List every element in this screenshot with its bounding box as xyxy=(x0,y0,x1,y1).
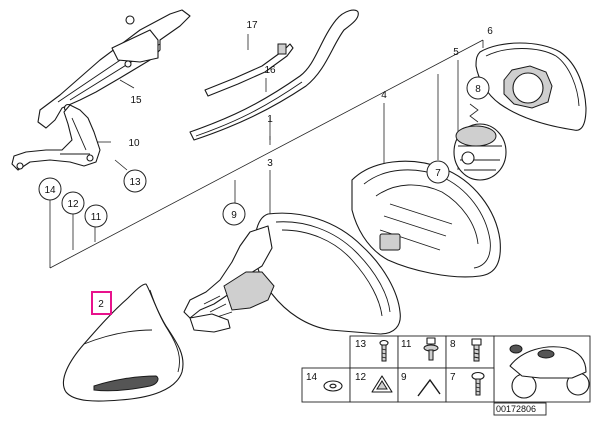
screw-7-icon xyxy=(471,371,485,396)
legend-label-8: 8 xyxy=(450,339,456,350)
callout-11: 11 xyxy=(91,212,102,223)
callout-8: 8 xyxy=(475,84,481,95)
legend-cell-8 xyxy=(445,335,495,369)
mirror-glass-6 xyxy=(475,42,587,131)
small-parts-legend: 13 11 8 14 12 9 7 xyxy=(301,335,591,416)
callout-2: 2 xyxy=(98,299,104,310)
legend-cell-12 xyxy=(349,367,399,403)
callout-2-highlight xyxy=(91,291,112,315)
bolt-icon xyxy=(423,337,439,361)
callout-labels: 2 1 3 4 5 6 17 16 15 10 8 7 9 13 14 12 1… xyxy=(38,20,493,310)
ring-8 xyxy=(469,103,479,123)
motorcycle-icon xyxy=(509,344,590,399)
callout-16: 16 xyxy=(264,65,276,76)
callout-12: 12 xyxy=(67,199,79,210)
hex-screw-icon xyxy=(471,338,482,362)
callout-14: 14 xyxy=(44,185,56,196)
diagram-code-box xyxy=(493,402,547,416)
diagram-code: 00172806 xyxy=(496,404,536,414)
legend-label-14: 14 xyxy=(306,372,318,383)
washer-icon xyxy=(323,380,343,392)
mirror-housing-4 xyxy=(351,160,501,278)
callout-10: 10 xyxy=(128,138,140,149)
callout-13: 13 xyxy=(129,177,141,188)
motor-unit-7 xyxy=(453,123,507,181)
legend-label-7: 7 xyxy=(450,372,456,383)
callout-1: 1 xyxy=(267,114,273,125)
bracket-15 xyxy=(37,9,191,129)
callout-15: 15 xyxy=(130,95,142,106)
screw-icon xyxy=(379,339,389,362)
callout-3: 3 xyxy=(267,158,273,169)
mirror-cover-2 xyxy=(62,283,184,402)
legend-label-12: 12 xyxy=(355,372,367,383)
callout-11-circle xyxy=(84,204,108,228)
bracket-10 xyxy=(11,104,101,171)
callout-14-circle xyxy=(38,177,62,201)
legend-cell-9 xyxy=(397,367,447,403)
legend-cell-7 xyxy=(445,367,495,403)
callout-7-circle xyxy=(426,160,450,184)
clip-icon xyxy=(371,375,393,393)
legend-label-13: 13 xyxy=(355,339,367,350)
spring-wire-icon xyxy=(417,378,441,397)
callout-12-circle xyxy=(61,191,85,215)
legend-label-11: 11 xyxy=(401,339,412,350)
legend-label-9: 9 xyxy=(401,372,407,383)
callout-9-circle xyxy=(222,202,246,226)
callout-4: 4 xyxy=(381,90,387,101)
callout-9: 9 xyxy=(231,210,237,221)
cable-ties xyxy=(189,9,359,141)
callout-13-circle xyxy=(123,169,147,193)
callout-17: 17 xyxy=(246,20,258,31)
callout-7: 7 xyxy=(435,168,441,179)
mirror-base-3 xyxy=(183,212,401,335)
callout-6: 6 xyxy=(487,26,493,37)
callout-5: 5 xyxy=(453,47,459,58)
callout-8-circle xyxy=(466,76,490,100)
